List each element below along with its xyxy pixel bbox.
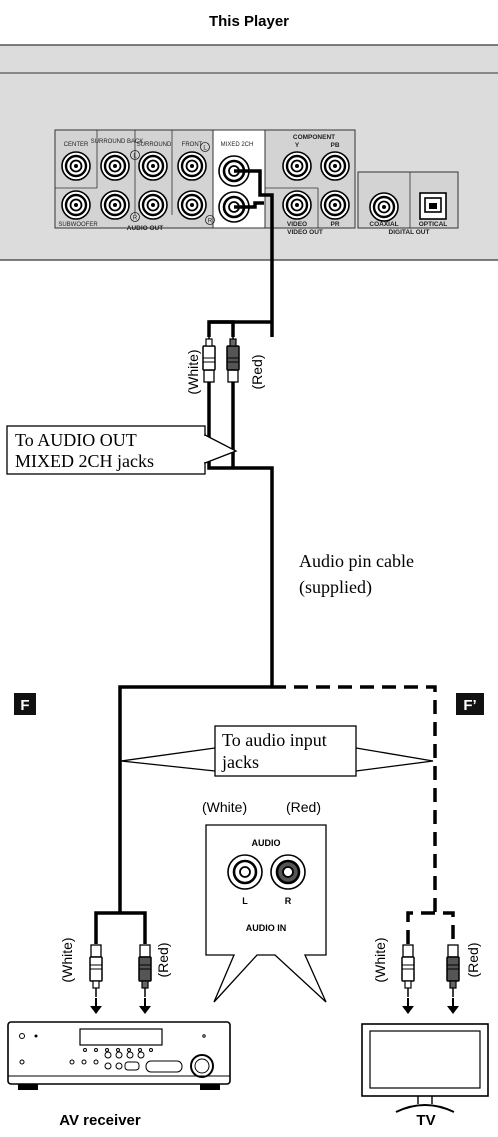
audio-out-callout: To AUDIO OUT MIXED 2CH jacks (6, 425, 238, 475)
y-label: Y (295, 142, 300, 149)
top-white-label: (White) (185, 349, 201, 394)
surround-back-left-jack (99, 150, 131, 182)
coaxial-label: COAXIAL (369, 221, 398, 228)
receiver-white-label: (White) (59, 937, 75, 982)
front-label: FRONT (182, 142, 203, 148)
svg-text:R: R (285, 896, 292, 906)
av-receiver-icon (7, 1021, 231, 1090)
player-rear-panel: L R L R CENTER SUBWOOFER SURROUND BACK S… (0, 44, 498, 261)
diagram-title: This Player (209, 13, 289, 30)
audio-input-callout: To audio input jacks (120, 725, 434, 777)
svg-text:To AUDIO OUT: To AUDIO OUT (15, 430, 137, 450)
audio-in-left-jack (227, 854, 263, 890)
component-label: COMPONENT (293, 134, 335, 141)
optical-jack (419, 192, 447, 220)
center-jack (60, 150, 92, 182)
tv-red-arrow (446, 997, 460, 1015)
component-pb-jack (319, 150, 351, 182)
center-label: CENTER (64, 142, 89, 148)
receiver-white-arrow (89, 997, 103, 1015)
right-channel-mark: R (205, 215, 215, 225)
top-red-plug (226, 329, 240, 383)
svg-text:jacks: jacks (221, 752, 259, 772)
svg-text:F: F (20, 697, 29, 714)
badge-f-prime: F’ (456, 693, 484, 715)
left-channel-mark: L (200, 142, 210, 152)
tv-red-label: (Red) (465, 942, 481, 977)
surround-right-jack (137, 189, 169, 221)
tv-white-arrow (401, 997, 415, 1015)
svg-text:MIXED 2CH jacks: MIXED 2CH jacks (15, 451, 154, 471)
tv-white-plug (401, 944, 415, 998)
svg-text:AUDIO IN: AUDIO IN (246, 923, 287, 933)
surround-label: SURROUND (137, 142, 172, 148)
component-y-jack (281, 150, 313, 182)
component-pr-jack (319, 189, 351, 221)
receiver-red-plug (138, 944, 152, 998)
subwoofer-label: SUBWOOFER (58, 222, 98, 228)
audio-pin-cable (94, 169, 274, 944)
surround-back-label: SURROUND BACK (91, 139, 144, 145)
svg-text:L: L (242, 896, 248, 906)
surround-back-right-jack (99, 189, 131, 221)
video-jack (281, 189, 313, 221)
optical-label: OPTICAL (419, 221, 448, 228)
tv-label: TV (416, 1112, 435, 1129)
cable-label-line2: (supplied) (299, 577, 372, 598)
audio-in-panel: (White) (Red) AUDIO L R AUDIO IN (202, 799, 327, 1003)
receiver-white-plug (89, 944, 103, 998)
video-out-label: VIDEO OUT (287, 229, 323, 236)
svg-text:L: L (203, 146, 207, 152)
subwoofer-jack (60, 189, 92, 221)
digital-out-label: DIGITAL OUT (389, 229, 430, 236)
top-red-label: (Red) (249, 354, 265, 389)
pr-label: PR (330, 221, 339, 228)
svg-text:R: R (208, 219, 213, 225)
svg-text:F’: F’ (463, 697, 476, 714)
front-left-jack (176, 150, 208, 182)
surround-left-jack (137, 150, 169, 182)
svg-text:R: R (133, 216, 138, 222)
mixed-2ch-label: MIXED 2CH (221, 142, 254, 148)
top-white-plug (202, 329, 216, 383)
tv-cable-dashed (272, 685, 455, 944)
tv-red-plug (446, 944, 460, 998)
front-right-jack (176, 189, 208, 221)
svg-text:L: L (133, 154, 137, 160)
left-channel-mark-2: L (130, 150, 140, 160)
receiver-red-label: (Red) (155, 942, 171, 977)
svg-text:AUDIO: AUDIO (252, 838, 281, 848)
receiver-red-arrow (138, 997, 152, 1015)
svg-text:(White): (White) (202, 799, 247, 815)
pb-label: PB (330, 142, 339, 149)
svg-text:(Red): (Red) (286, 799, 321, 815)
coaxial-jack (368, 191, 400, 223)
svg-text:To audio input: To audio input (222, 730, 327, 750)
tv-white-label: (White) (372, 937, 388, 982)
av-receiver-label: AV receiver (59, 1112, 141, 1129)
right-channel-mark-2: R (130, 212, 140, 222)
audio-in-right-jack (270, 854, 306, 890)
audio-out-label: AUDIO OUT (127, 225, 164, 232)
badge-f: F (14, 693, 36, 715)
video-label: VIDEO (287, 221, 307, 228)
tv-icon (361, 1023, 489, 1113)
cable-label-line1: Audio pin cable (299, 551, 414, 571)
